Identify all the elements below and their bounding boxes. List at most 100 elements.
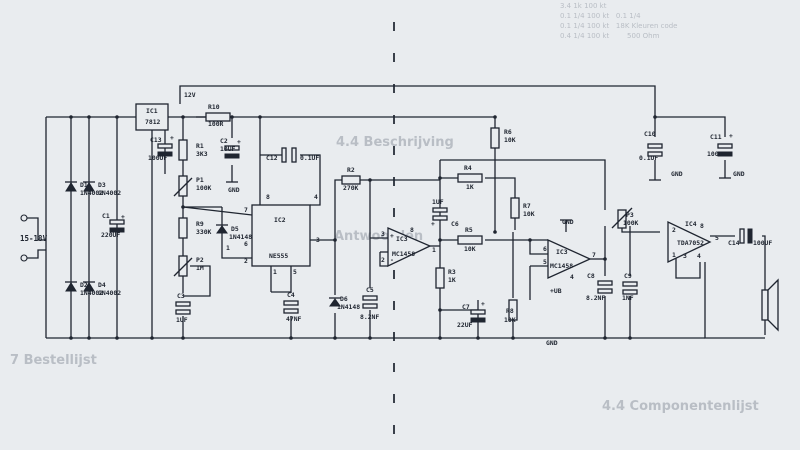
svg-text:1N4002: 1N4002 [80,289,103,297]
capacitor-c12: C12 0.1UF [266,147,319,163]
ghost-table-4: 0.4 1/4 100 kt 500 Ohm [560,32,660,40]
svg-text:1: 1 [226,244,230,252]
svg-text:C13: C13 [150,136,162,144]
svg-text:2: 2 [381,256,385,264]
diode-d3: D3 1N4002 [83,181,121,197]
capacitor-c6: 1UF C6 + [431,198,459,228]
svg-text:1: 1 [273,268,277,276]
svg-text:MC1458: MC1458 [392,250,415,258]
svg-text:C11: C11 [710,133,722,141]
svg-text:100K: 100K [623,219,639,227]
svg-text:8: 8 [266,193,270,201]
svg-text:GND: GND [228,186,240,194]
svg-text:+: + [431,220,435,228]
svg-text:-: - [390,256,394,264]
svg-text:6: 6 [244,240,248,248]
svg-text:0.1UF: 0.1UF [300,154,319,162]
svg-text:1N4002: 1N4002 [80,189,103,197]
svg-text:C1: C1 [102,212,110,220]
svg-text:1N4148: 1N4148 [337,303,360,311]
ghost-heading-3: 7 Bestellijst [10,353,97,368]
input-terminal-1 [20,214,28,222]
svg-text:3: 3 [683,252,687,260]
svg-text:47NF: 47NF [286,315,302,323]
svg-text:GND: GND [733,170,745,178]
resistor-r7: R7 10K [510,197,535,219]
gnd-label: GND [546,339,558,347]
svg-text:1UF: 1UF [176,316,188,324]
svg-text:+: + [170,134,174,142]
svg-text:3K3: 3K3 [196,150,208,158]
svg-text:4: 4 [570,273,574,281]
svg-text:D4: D4 [98,281,106,289]
svg-text:1M: 1M [196,264,204,272]
diode-d6: D6 1N4148 [329,295,360,311]
svg-text:100UF: 100UF [148,154,167,162]
svg-text:C10: C10 [644,130,656,138]
svg-text:IC4: IC4 [685,220,697,228]
capacitor-c4: C4 47NF [283,291,302,323]
svg-text:100K: 100K [196,184,212,192]
svg-text:8.2NF: 8.2NF [360,313,379,321]
svg-text:+UB: +UB [550,287,562,295]
svg-text:D3: D3 [98,181,106,189]
capacitor-c1: C1 220UF + [101,212,125,239]
resistor-r3: R3 1K [435,267,456,289]
svg-text:10K: 10K [504,136,516,144]
svg-text:100UF: 100UF [753,239,772,247]
svg-text:10K: 10K [504,316,516,324]
svg-text:R5: R5 [465,226,473,234]
diode-d5: D5 1N4148 [216,224,252,241]
diode-d2: D2 1N4002 [65,281,103,297]
svg-text:C4: C4 [287,291,295,299]
resistor-r10: R10 100R [205,103,231,128]
potentiometer-p1: P1 100K [173,175,212,197]
ic1-ref: IC1 [146,107,158,115]
capacitor-c10: C10 0.1UF GND [639,130,683,181]
resistor-r6: R6 10K [490,127,516,149]
svg-text:8.2NF: 8.2NF [586,294,605,302]
svg-text:+: + [237,138,241,146]
svg-text:5: 5 [293,268,297,276]
input-voltage-label: 15-18V [20,234,48,243]
capacitor-c2: C2 10UF + GND [220,137,241,194]
svg-text:D6: D6 [340,295,348,303]
svg-text:1: 1 [432,246,436,254]
svg-text:22UF: 22UF [457,321,473,329]
ghost-heading-4: 4.4 Componentenlijst [602,399,759,414]
svg-text:R6: R6 [504,128,512,136]
capacitor-c14: C14 100UF [728,228,772,247]
ic1-value: 7812 [145,118,161,126]
svg-text:10UF: 10UF [220,145,236,153]
ic3a-opamp: IC3 MC1458 3 2 1 8 + - [381,226,436,268]
input-terminal-2 [20,254,28,262]
svg-text:R8: R8 [506,307,514,315]
svg-text:5: 5 [715,234,719,242]
svg-text:IC3: IC3 [396,235,408,243]
capacitor-c13: C13 100UF + [148,134,174,162]
ic2-timer: IC2 NE555 8 4 7 6 2 3 1 5 [244,193,320,276]
svg-text:D2: D2 [80,281,88,289]
svg-text:IC3: IC3 [556,248,568,256]
ic4-amplifier: IC4 TDA7052 2 8 5 1 3 4 [667,220,719,264]
diode-d4: D4 1N4002 [83,281,121,297]
capacitor-c3: C3 1UF [175,292,191,324]
svg-text:1K: 1K [466,183,474,191]
svg-text:7: 7 [592,251,596,259]
svg-text:C9: C9 [624,272,632,280]
svg-text:10K: 10K [464,245,476,253]
svg-text:4: 4 [697,252,701,260]
junctions [69,115,657,340]
svg-text:P2: P2 [196,256,204,264]
ghost-table-1: 3.4 1k 100 kt [560,2,607,10]
svg-text:1K: 1K [448,276,456,284]
potentiometer-p2: P2 1M 1 [173,244,230,277]
svg-text:100UF: 100UF [707,150,726,158]
svg-text:330K: 330K [196,228,212,236]
svg-text:R7: R7 [523,202,531,210]
capacitor-c11: C11 100UF + GND [707,132,745,179]
svg-text:270K: 270K [343,184,359,192]
svg-text:C7: C7 [462,303,470,311]
svg-text:C5: C5 [366,286,374,294]
